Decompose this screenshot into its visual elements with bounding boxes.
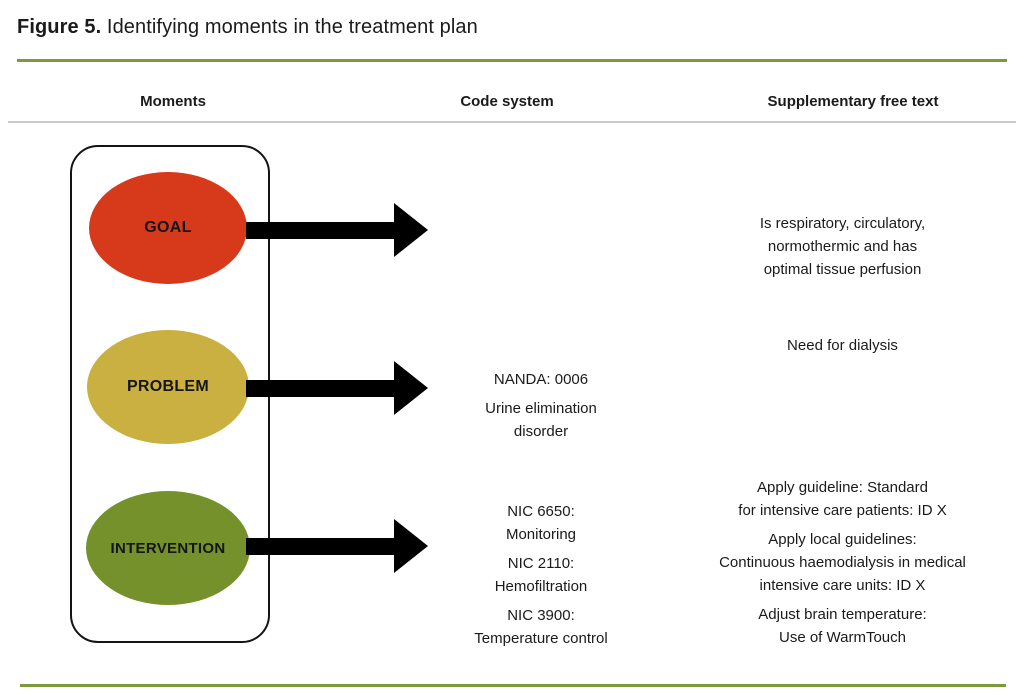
supplementary-paragraph: Is respiratory, circulatory, normothermi…	[759, 215, 926, 278]
figure-title: Figure 5. Identifying moments in the tre…	[17, 16, 478, 39]
intervention-label: INTERVENTION	[110, 539, 226, 557]
supplementary-paragraph: Apply guideline: Standard for intensive …	[738, 479, 947, 519]
column-header-moments: Moments	[140, 93, 206, 110]
code-line: NIC 2110: Hemofiltration	[494, 555, 588, 595]
goal-arrow-right-icon	[246, 203, 428, 257]
supplementary-paragraph: Need for dialysis	[787, 337, 898, 354]
supplementary-paragraph: Apply local guidelines: Continuous haemo…	[719, 531, 966, 594]
figure-label: Figure 5.	[17, 16, 102, 38]
figure-title-text: Identifying moments in the treatment pla…	[101, 16, 478, 38]
supplementary-text-problem: Need for dialysis	[665, 334, 1020, 357]
arrow-shaft	[246, 380, 396, 397]
top-accent-rule	[17, 59, 1007, 62]
supplementary-text-goal: Is respiratory, circulatory, normothermi…	[665, 212, 1020, 281]
code-line: NIC 3900: Temperature control	[474, 607, 608, 647]
problem-ellipse: PROBLEM	[87, 330, 249, 444]
code-system-entry-problem: NANDA: 0006 Urine elimination disorder	[416, 368, 666, 443]
goal-label: GOAL	[144, 219, 192, 236]
arrow-head	[394, 203, 428, 257]
bottom-accent-rule	[20, 684, 1006, 687]
intervention-ellipse: INTERVENTION	[86, 491, 250, 605]
goal-ellipse: GOAL	[89, 172, 247, 284]
problem-arrow-right-icon	[246, 361, 428, 415]
code-line: Urine elimination disorder	[485, 400, 597, 440]
code-system-entry-intervention: NIC 6650: Monitoring NIC 2110: Hemofiltr…	[416, 500, 666, 650]
intervention-arrow-right-icon	[246, 519, 428, 573]
header-divider-rule	[8, 121, 1016, 123]
arrow-shaft	[246, 538, 396, 555]
code-line: NANDA: 0006	[493, 371, 589, 388]
supplementary-paragraph: Adjust brain temperature: Use of WarmTou…	[758, 606, 927, 646]
column-header-supplementary: Supplementary free text	[767, 93, 939, 110]
problem-label: PROBLEM	[126, 378, 210, 395]
arrow-shaft	[246, 222, 396, 239]
column-header-code-system: Code system	[460, 93, 554, 110]
code-line: NIC 6650: Monitoring	[505, 503, 577, 543]
supplementary-text-intervention: Apply guideline: Standard for intensive …	[665, 476, 1020, 649]
